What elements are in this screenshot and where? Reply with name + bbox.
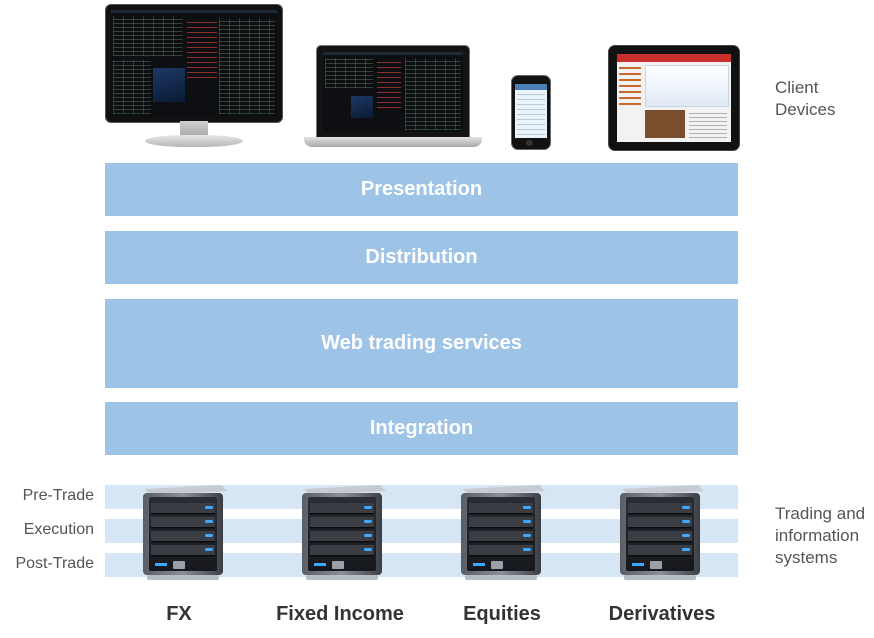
server-equities-icon bbox=[461, 485, 545, 580]
layer-label: Integration bbox=[369, 417, 474, 439]
layer-distribution: Distribution bbox=[105, 231, 738, 284]
server-derivatives-icon bbox=[620, 485, 704, 580]
client-devices-label: Client Devices bbox=[775, 77, 835, 121]
system-label-equities: Equities bbox=[463, 603, 541, 625]
system-label-fx: FX bbox=[166, 603, 192, 625]
laptop-screen bbox=[316, 45, 470, 139]
row-label-execution: Execution bbox=[23, 521, 94, 538]
server-fx-icon bbox=[143, 485, 227, 580]
trading-systems-text: Trading and information systems bbox=[775, 504, 866, 567]
layer-web-trading-services: Web trading services bbox=[105, 299, 738, 388]
layer-presentation: Presentation bbox=[105, 163, 738, 216]
phone-screen bbox=[511, 75, 551, 150]
trading-systems-label: Trading and information systems bbox=[775, 503, 865, 569]
server-fixed-income-icon bbox=[302, 485, 386, 580]
layer-integration: Integration bbox=[105, 402, 738, 455]
row-label-pre-trade: Pre-Trade bbox=[22, 487, 94, 504]
layer-label: Web trading services bbox=[321, 332, 522, 354]
system-label-fixed-income: Fixed Income bbox=[276, 603, 404, 625]
client-devices-text: Client Devices bbox=[775, 78, 836, 119]
layer-label: Presentation bbox=[360, 178, 483, 200]
row-label-post-trade: Post-Trade bbox=[15, 555, 94, 572]
layer-label: Distribution bbox=[365, 246, 478, 268]
tablet-screen bbox=[608, 45, 740, 151]
system-label-derivatives: Derivatives bbox=[608, 603, 716, 625]
monitor-screen bbox=[105, 4, 283, 123]
